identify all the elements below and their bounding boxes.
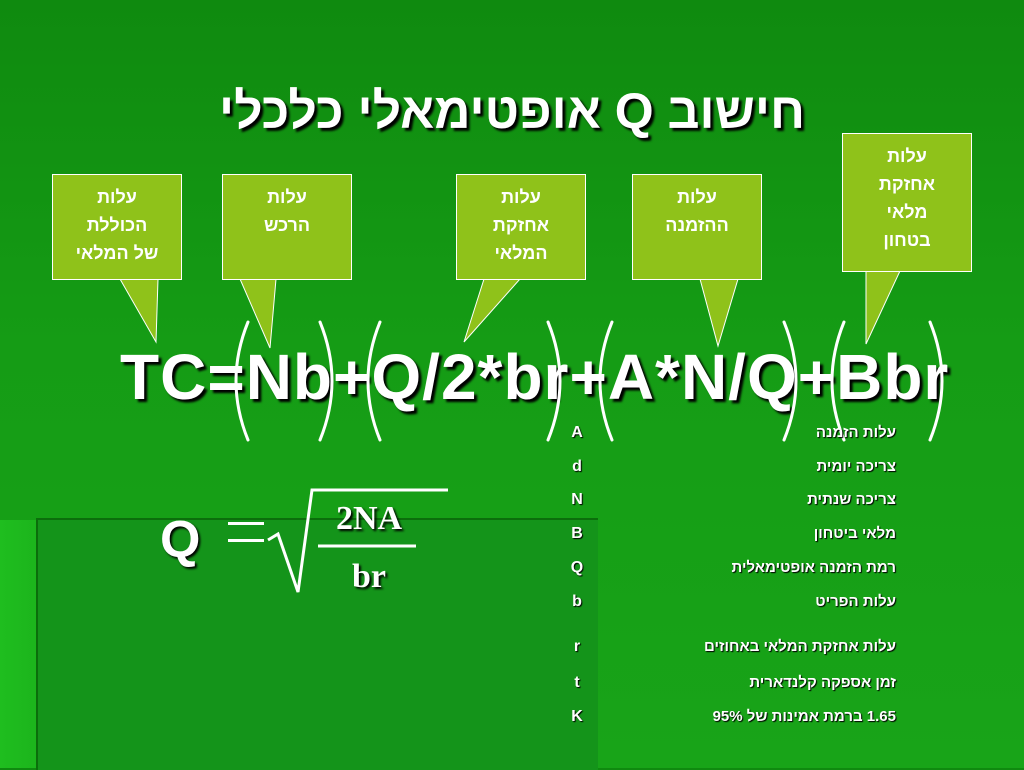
legend-row: Q רמת הזמנה אופטימאלית [570, 559, 896, 576]
legend-row: N צריכה שנתית [571, 491, 896, 508]
legend-row: K 1.65 ברמת אמינות של 95% [571, 708, 896, 725]
legend-row: t זמן אספקה קלנדארית [574, 674, 896, 691]
background-block [36, 518, 598, 770]
callout-total-cost: עלות הכוללת של המלאי [52, 174, 182, 280]
bracket-open-1 [234, 320, 250, 442]
bracket-close-2 [546, 320, 562, 442]
bracket-open-3 [598, 320, 614, 442]
eoq-lhs: Q [160, 511, 201, 569]
callout-holding-cost: עלות אחזקת המלאי [456, 174, 586, 280]
bracket-open-4 [830, 320, 846, 442]
legend-row: B מלאי ביטחון [571, 525, 896, 542]
legend-row: A עלות הזמנה [571, 424, 896, 441]
slide-title: חישוב Q אופטימאלי כלכלי [219, 83, 805, 139]
total-cost-formula: TC=Nb+Q/2*br+A*N/Q+Bbr [120, 341, 950, 413]
legend-row: d צריכה יומית [572, 458, 896, 475]
legend-row: r עלות אחזקת המלאי באחוזים [573, 638, 896, 655]
equals-sign [228, 522, 264, 556]
bracket-open-2 [366, 320, 382, 442]
callout-purchase-cost: עלות הרכש [222, 174, 352, 280]
bracket-close-3 [782, 320, 798, 442]
eoq-denominator: br [352, 558, 386, 595]
eoq-numerator: 2NA [336, 500, 403, 537]
callout-order-cost: עלות ההזמנה [632, 174, 762, 280]
bracket-close-1 [318, 320, 334, 442]
bracket-close-4 [928, 320, 944, 442]
legend-row: b עלות הפריט [572, 593, 896, 610]
callout-safety-stock-cost: עלות אחזקת מלאי בטחון [842, 133, 972, 272]
